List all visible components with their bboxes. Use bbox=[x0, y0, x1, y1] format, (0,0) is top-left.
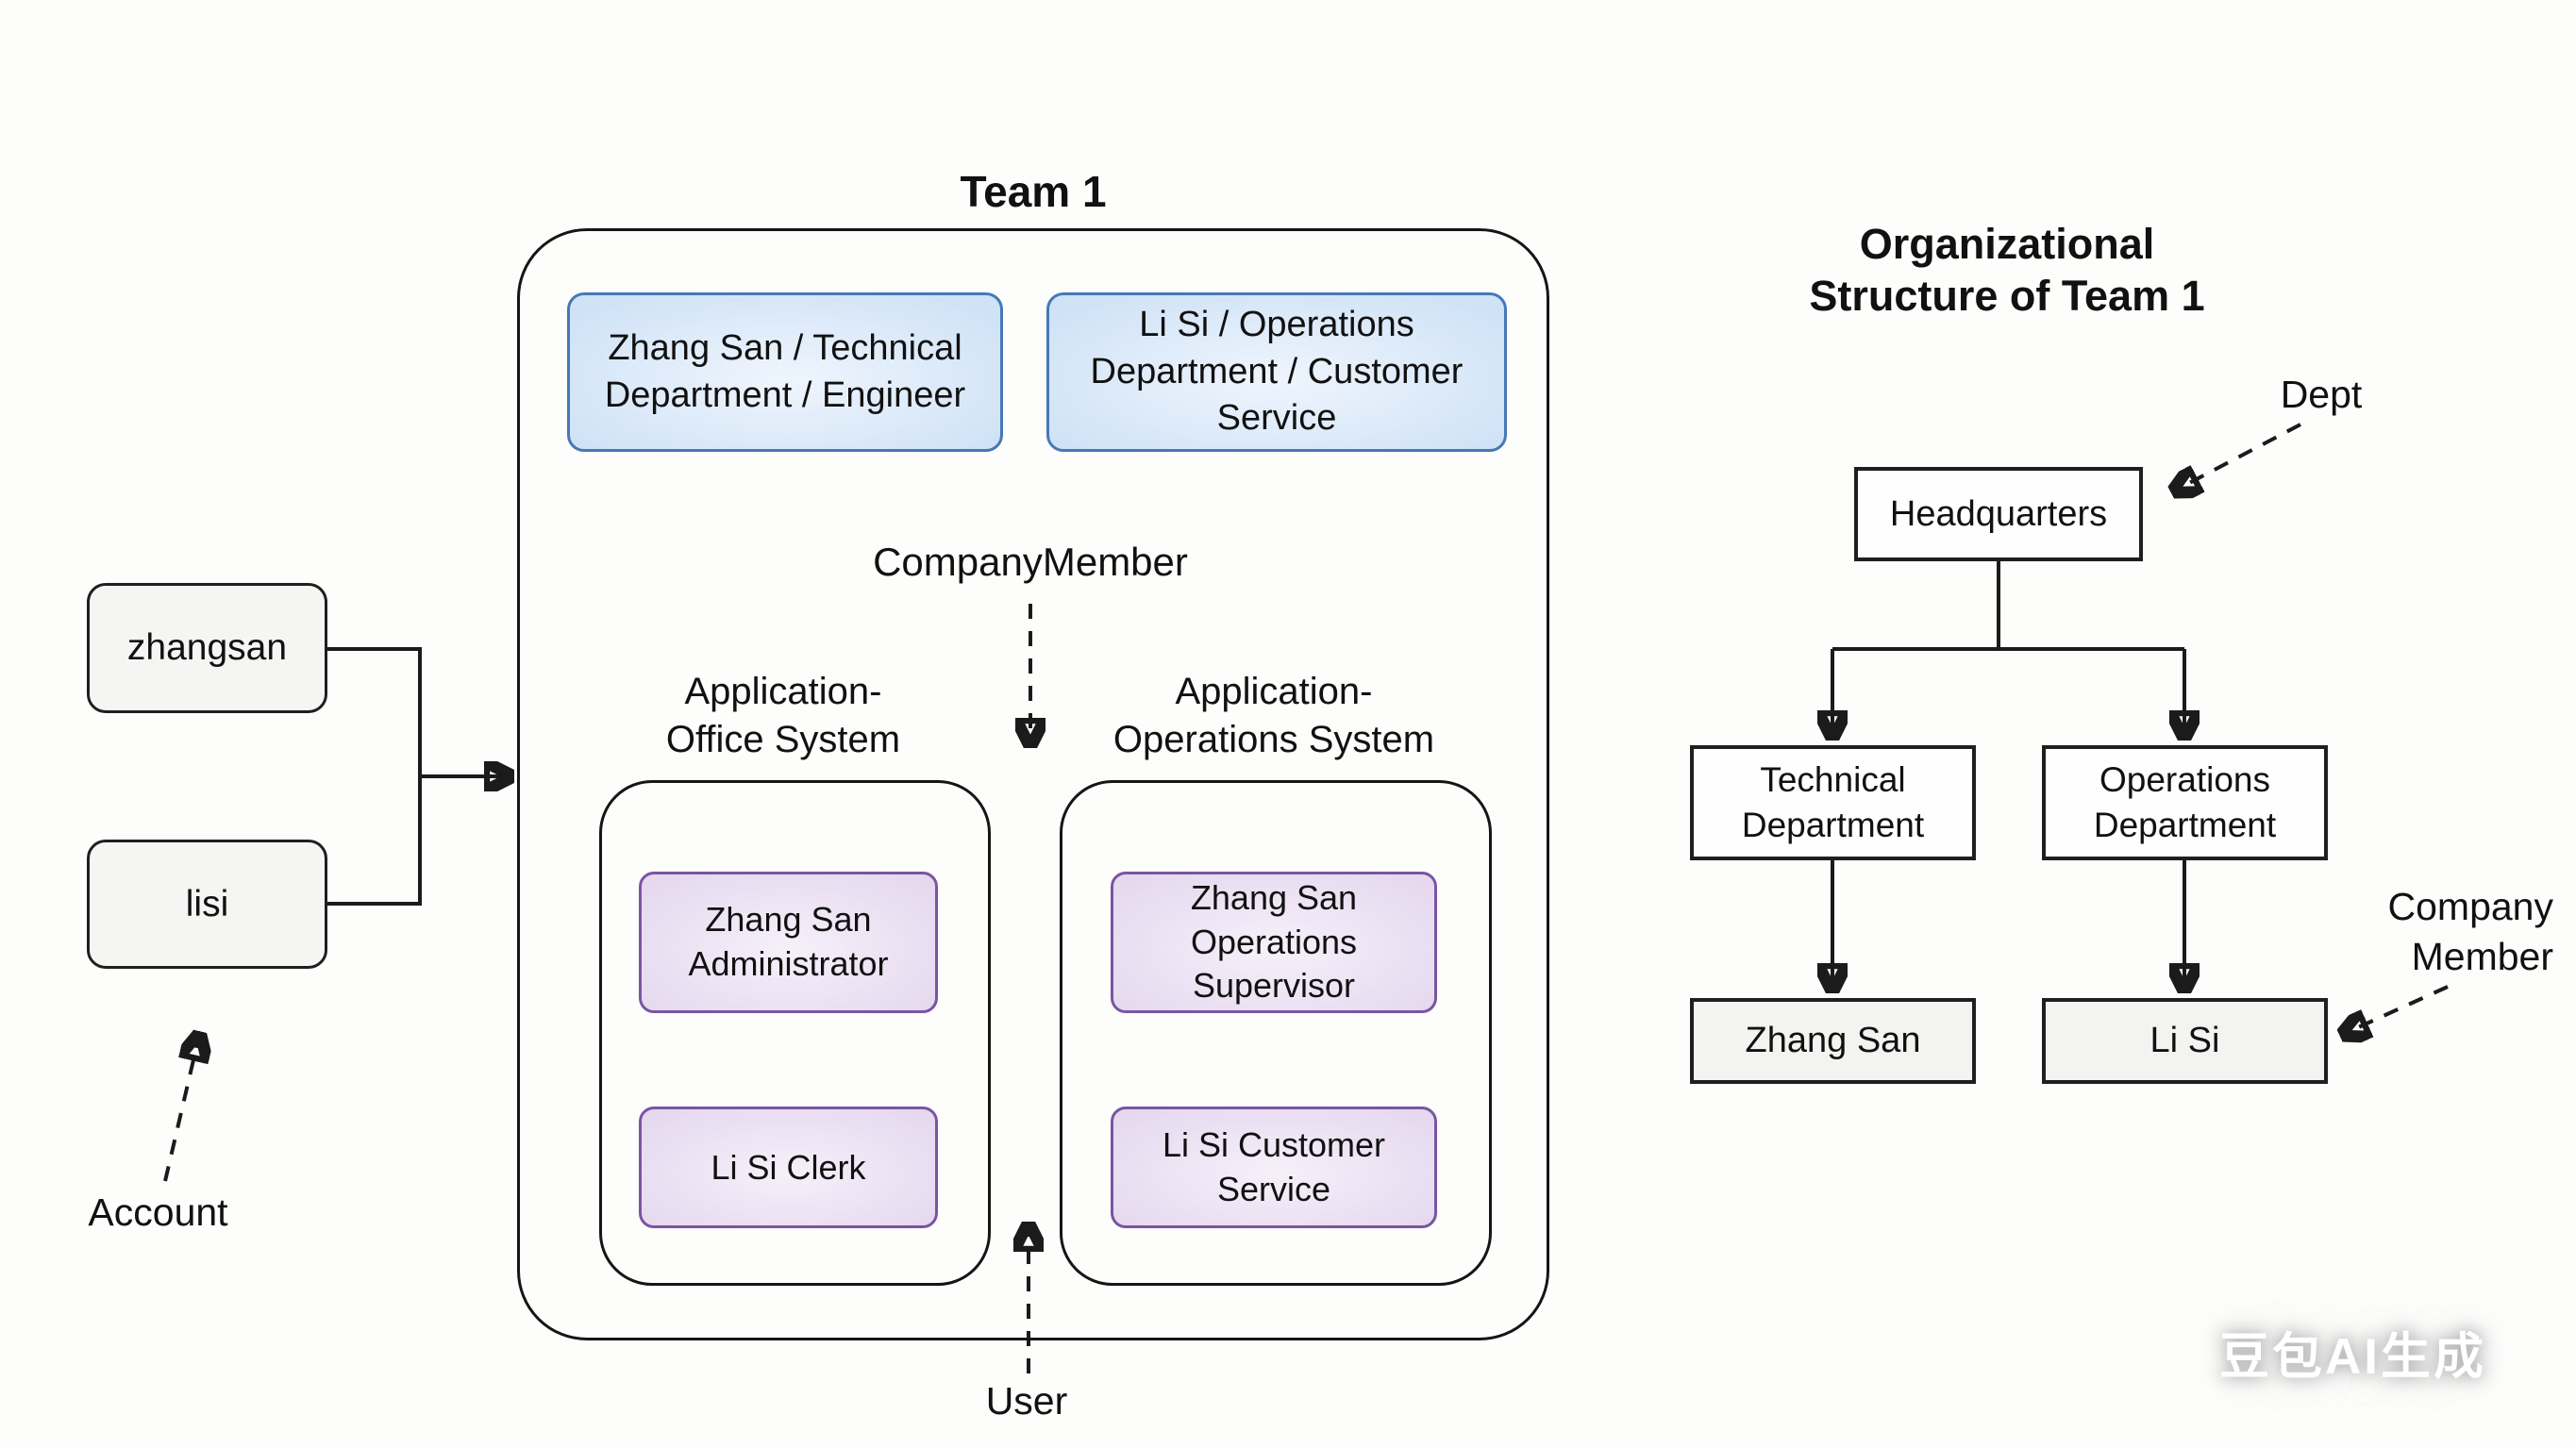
account-label: lisi bbox=[185, 883, 229, 924]
org-box-operations-department: Operations Department bbox=[2042, 745, 2328, 860]
member-card-zhangsan: Zhang San / Technical Department / Engin… bbox=[567, 292, 1003, 452]
user-annotation: User bbox=[985, 1379, 1068, 1423]
member-card-label: Zhang San / Technical Department / Engin… bbox=[604, 328, 966, 415]
user-card-zhangsan-administrator: Zhang San Administrator bbox=[639, 872, 938, 1013]
account-box-zhangsan: zhangsan bbox=[87, 583, 327, 713]
team-container bbox=[517, 228, 1549, 1340]
app-office-title: Application- Office System bbox=[665, 671, 901, 761]
dashed-arrow-dept bbox=[2175, 423, 2301, 491]
user-card-label: Li Si Customer Service bbox=[1162, 1124, 1386, 1208]
accounts-join-line bbox=[327, 647, 422, 906]
user-card-lisi-clerk: Li Si Clerk bbox=[639, 1107, 938, 1228]
org-box-technical-department: Technical Department bbox=[1690, 745, 1976, 860]
dept-annotation: Dept bbox=[2280, 373, 2363, 416]
app-operations-container bbox=[1060, 780, 1492, 1286]
company-member-annotation-right: Company Member bbox=[2387, 885, 2553, 979]
org-chart-title: Organizational Structure of Team 1 bbox=[1809, 220, 2205, 320]
company-member-annotation: CompanyMember bbox=[873, 540, 1188, 584]
dashed-arrow-account bbox=[163, 1036, 199, 1182]
org-box-label: Zhang San bbox=[1745, 1021, 1921, 1060]
account-box-lisi: lisi bbox=[87, 840, 327, 969]
org-box-label: Li Si bbox=[2149, 1021, 2220, 1060]
user-card-label: Zhang San Administrator bbox=[688, 900, 889, 983]
app-office-container bbox=[599, 780, 991, 1286]
account-label: zhangsan bbox=[126, 627, 288, 668]
org-box-lisi: Li Si bbox=[2042, 998, 2328, 1084]
app-operations-title: Application- Operations System bbox=[1112, 671, 1435, 761]
org-box-label: Operations Department bbox=[2093, 759, 2277, 844]
user-card-zhangsan-supervisor: Zhang San Operations Supervisor bbox=[1111, 872, 1437, 1013]
org-box-label: Technical Department bbox=[1741, 759, 1925, 844]
org-box-zhangsan: Zhang San bbox=[1690, 998, 1976, 1084]
member-card-label: Li Si / Operations Department / Customer… bbox=[1090, 305, 1464, 439]
account-annotation: Account bbox=[88, 1190, 228, 1234]
user-card-lisi-customer-service: Li Si Customer Service bbox=[1111, 1107, 1437, 1228]
team-title: Team 1 bbox=[960, 167, 1107, 216]
watermark: 豆包AI生成 bbox=[2219, 1329, 2486, 1385]
user-card-label: Zhang San Operations Supervisor bbox=[1190, 877, 1358, 1006]
org-box-label: Headquarters bbox=[1889, 493, 2108, 534]
user-card-label: Li Si Clerk bbox=[711, 1147, 866, 1187]
org-box-headquarters: Headquarters bbox=[1854, 467, 2143, 561]
dashed-arrow-company-member-right bbox=[2344, 985, 2449, 1034]
member-card-lisi: Li Si / Operations Department / Customer… bbox=[1046, 292, 1507, 452]
